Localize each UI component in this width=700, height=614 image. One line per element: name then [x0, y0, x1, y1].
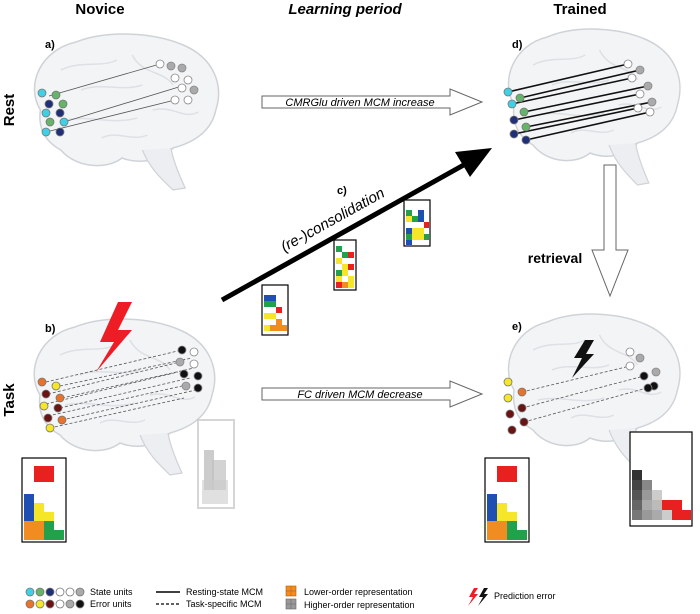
legend-higher-order: Higher-order representation — [304, 600, 415, 610]
row-label-rest: Rest — [1, 94, 18, 127]
panel-label-b: b) — [45, 323, 56, 335]
legend-task-specific-mcm: Task-specific MCM — [186, 599, 262, 609]
header-novice: Novice — [75, 1, 124, 18]
tetris-board-icon — [333, 239, 357, 291]
error-units-left — [503, 377, 529, 435]
error-units-right — [175, 345, 203, 393]
legend-resting-state-mcm: Resting-state MCM — [186, 587, 263, 597]
state-units-left — [37, 88, 69, 137]
lightning-bolt-icon — [468, 588, 478, 606]
panel-a: a) — [33, 33, 220, 191]
resting-state-connections — [45, 63, 183, 133]
panel-label-d: d) — [512, 39, 523, 51]
panel-label-c: c) — [337, 185, 347, 197]
state-units-right — [155, 59, 199, 105]
consolidation-arrow: (re-)consolidation c) — [220, 148, 492, 303]
header-trained: Trained — [553, 1, 606, 18]
header-learning-period: Learning period — [288, 1, 402, 18]
legend-state-units: State units — [90, 587, 133, 597]
panel-e: e) — [484, 313, 693, 543]
error-units-right — [625, 347, 661, 393]
blurred-tetris-board — [197, 419, 235, 509]
lightning-bolt-icon — [478, 588, 488, 606]
legend-error-units: Error units — [90, 599, 132, 609]
panel-d: d) — [503, 28, 681, 186]
panel-label-a: a) — [45, 39, 55, 51]
lightning-bolt-icon — [572, 340, 594, 378]
cmrglu-label: CMRGlu driven MCM increase — [285, 97, 434, 109]
task-specific-connections — [45, 349, 197, 429]
cmrglu-arrow: CMRGlu driven MCM increase — [261, 88, 484, 116]
state-units-right — [623, 59, 657, 117]
tetris-board-icon — [629, 431, 693, 527]
strong-resting-state-connections — [507, 63, 653, 141]
tetris-board-icon — [484, 457, 530, 543]
panel-label-e: e) — [512, 321, 522, 333]
retrieval-arrow: retrieval — [528, 164, 629, 298]
consolidation-label: (re-)consolidation — [278, 185, 388, 256]
fc-label: FC driven MCM decrease — [297, 389, 422, 401]
legend: State units Error units Resting-state MC… — [25, 585, 556, 610]
row-label-task: Task — [1, 383, 18, 417]
legend-higher-order-swatch — [285, 598, 297, 610]
tetris-board-icon — [261, 284, 289, 336]
panel-b: b) — [21, 302, 235, 543]
legend-lower-order: Lower-order representation — [304, 587, 413, 597]
fc-arrow: FC driven MCM decrease — [261, 380, 484, 408]
retrieval-label: retrieval — [528, 250, 582, 266]
legend-lower-order-swatch — [285, 585, 297, 597]
tetris-board-icon — [403, 199, 431, 247]
lightning-bolt-icon — [96, 302, 132, 372]
state-units-left — [503, 87, 531, 145]
task-specific-connections — [521, 365, 655, 423]
brain-icon — [507, 28, 681, 186]
tetris-board-icon — [21, 457, 67, 543]
legend-prediction-error: Prediction error — [494, 591, 556, 601]
legend-error-units-swatch — [25, 599, 85, 609]
error-units-left — [37, 377, 67, 433]
legend-state-units-swatch — [25, 587, 85, 597]
